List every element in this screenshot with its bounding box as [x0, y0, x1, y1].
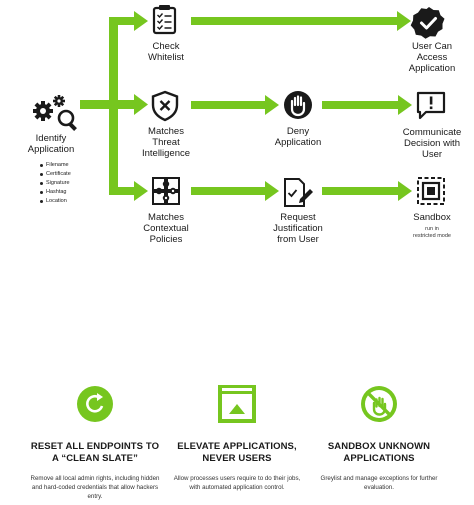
communicate-label: Communicate Decision with User: [402, 127, 462, 160]
deny-label: Deny Application: [274, 126, 322, 148]
elevate-window-icon: [218, 385, 256, 423]
arrowhead-justify: [265, 181, 279, 201]
check-badge-icon: [410, 7, 445, 39]
node-contextual-policies: Matches Contextual Policies: [128, 212, 204, 245]
connector-identify: [80, 100, 114, 109]
feature-title: SANDBOX UNKNOWN APPLICATIONS: [327, 441, 431, 464]
node-request-justification: Request Justification from User: [260, 212, 336, 245]
feature-description: Greylist and manage exceptions for furth…: [320, 475, 438, 491]
feature-description: Remove all local admin rights, including…: [30, 475, 160, 500]
connector-threat-deny: [191, 101, 267, 109]
feature-description: Allow processes users require to do thei…: [173, 475, 301, 491]
node-communicate-decision: Communicate Decision with User: [393, 127, 471, 160]
arrowhead-communicate: [398, 95, 412, 115]
connector-whitelist-access: [191, 17, 399, 25]
connector-spine: [109, 17, 118, 195]
arrowhead-policies: [134, 181, 148, 201]
connector-middle: [114, 100, 136, 109]
sandbox-note: run in restricted mode: [413, 226, 451, 239]
connector-bottom: [114, 187, 136, 195]
attribute-item: Signature: [40, 179, 71, 188]
whitelist-label: Check Whitelist: [148, 41, 184, 63]
arrowhead-access: [397, 11, 411, 31]
node-user-access: User Can Access Application: [393, 41, 471, 74]
sandbox-frame-icon: [417, 177, 445, 205]
node-identify-application: Identify Application: [20, 133, 82, 155]
shield-x-icon: [151, 90, 179, 122]
attribute-item: Hashtag: [40, 188, 71, 197]
feature-clean-slate: RESET ALL ENDPOINTS TO A “CLEAN SLATE” R…: [16, 384, 174, 501]
node-threat-intelligence: Matches Threat Intelligence: [130, 126, 202, 159]
node-deny-application: Deny Application: [260, 126, 336, 148]
node-sandbox: Sandbox run in restricted mode: [393, 212, 471, 240]
threat-label: Matches Threat Intelligence: [141, 126, 191, 159]
attribute-item: Location: [40, 197, 71, 206]
feature-sandbox-unknown: SANDBOX UNKNOWN APPLICATIONS Greylist an…: [300, 384, 458, 492]
message-alert-icon: [416, 91, 446, 120]
arrowhead-whitelist: [134, 11, 148, 31]
refresh-circle-icon: [77, 386, 113, 422]
attribute-item: Certificate: [40, 170, 71, 179]
feature-title: RESET ALL ENDPOINTS TO A “CLEAN SLATE”: [30, 441, 160, 464]
sandbox-label: Sandbox: [413, 212, 451, 223]
connector-top: [114, 17, 136, 25]
hand-stop-icon: [284, 91, 312, 119]
connector-deny-communicate: [322, 101, 400, 109]
document-pen-icon: [284, 178, 313, 207]
access-label: User Can Access Application: [408, 41, 456, 74]
feature-elevate-applications: ELEVATE APPLICATIONS, NEVER USERS Allow …: [158, 384, 316, 492]
feature-title: ELEVATE APPLICATIONS, NEVER USERS: [177, 441, 297, 464]
arrowhead-deny: [265, 95, 279, 115]
attribute-item: Filename: [40, 161, 71, 170]
puzzle-icon: [152, 177, 180, 205]
identify-label: Identify Application: [27, 133, 75, 155]
identify-attribute-list: Filename Certificate Signature Hashtag L…: [40, 161, 71, 206]
connector-policies-justify: [191, 187, 267, 195]
gears-magnifier-icon: [33, 95, 77, 131]
arrowhead-sandbox: [398, 181, 412, 201]
checklist-icon: [152, 5, 177, 35]
justify-label: Request Justification from User: [273, 212, 323, 245]
arrowhead-threat: [134, 94, 148, 115]
node-check-whitelist: Check Whitelist: [130, 41, 202, 63]
connector-arrows: [80, 11, 412, 201]
policies-label: Matches Contextual Policies: [143, 212, 189, 245]
connector-justify-sandbox: [322, 187, 400, 195]
no-entry-hand-icon: [361, 386, 397, 422]
